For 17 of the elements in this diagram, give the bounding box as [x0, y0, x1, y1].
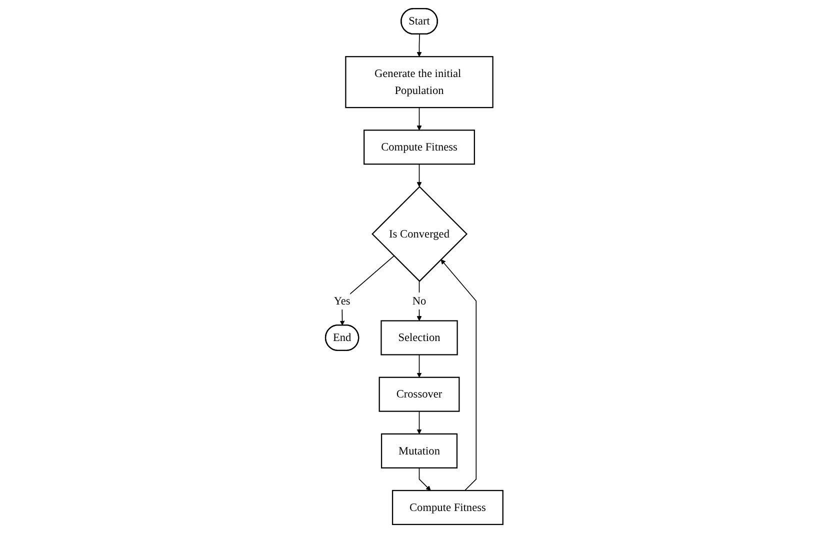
node-box: Selection	[380, 320, 458, 356]
arrow	[418, 467, 431, 491]
arrow	[440, 259, 476, 491]
arrow	[416, 354, 422, 378]
arrow	[416, 410, 422, 434]
node-box: Mutation	[380, 433, 458, 468]
node-diamond: Is Converged	[371, 186, 468, 282]
node-box: Compute Fitness	[363, 130, 475, 165]
edge-label: Yes	[334, 294, 350, 308]
node-box: Compute Fitness	[392, 490, 504, 526]
edge-label: No	[412, 294, 426, 308]
arrow	[416, 34, 422, 57]
arrow	[340, 255, 394, 326]
arrow	[416, 164, 422, 187]
arrow	[416, 107, 422, 130]
node-box: Generate the initial Population	[344, 56, 494, 108]
node-box: Crossover	[378, 376, 460, 412]
